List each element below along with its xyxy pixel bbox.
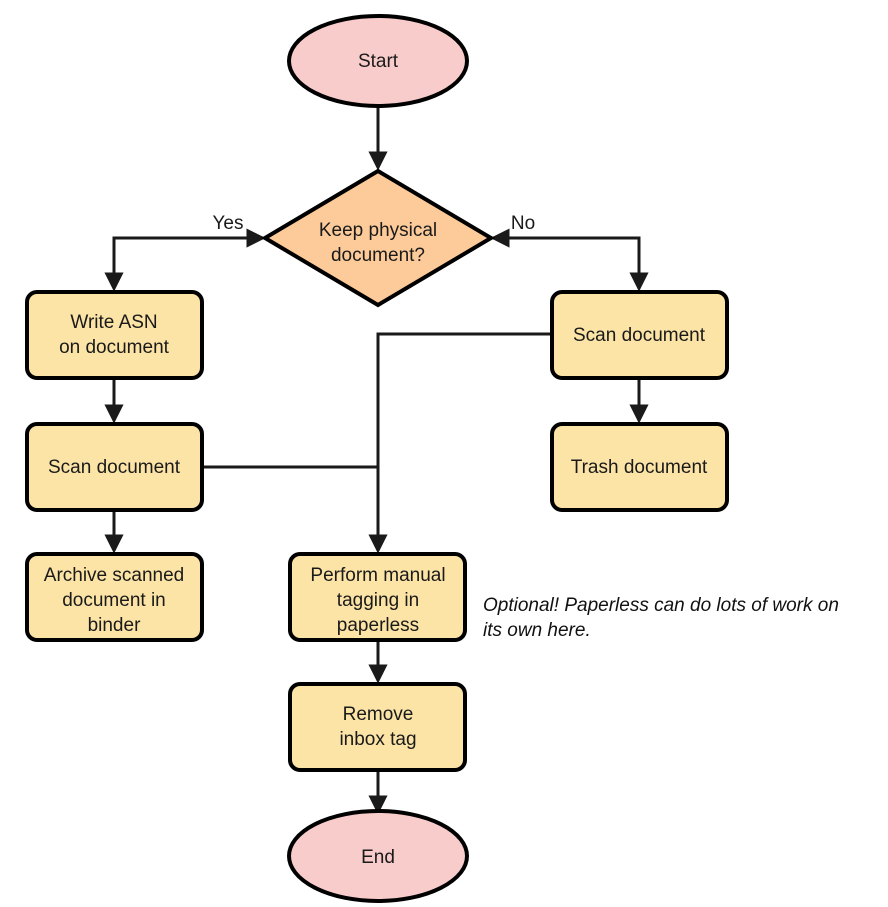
remove-inbox-label-line2: inbox tag	[339, 729, 416, 750]
tagging-label-line3: paperless	[337, 615, 419, 636]
archive-label-line2: document in	[62, 590, 166, 611]
scan-left-label: Scan document	[48, 457, 181, 478]
edge-label-no: No	[511, 213, 535, 234]
decision-label-line1: Keep physical	[319, 220, 437, 241]
tagging-rect	[288, 552, 467, 642]
edge-scan-right-to-tagging	[368, 332, 552, 554]
node-remove-inbox-tag[interactable]: Remove inbox tag	[288, 682, 467, 772]
decision-diamond	[261, 168, 495, 308]
remove-inbox-label-line1: Remove	[343, 704, 414, 725]
node-archive-scanned-document[interactable]: Archive scanned document in binder	[25, 552, 204, 642]
archive-label-line1: Archive scanned	[44, 565, 184, 586]
node-scan-document-right[interactable]: Scan document	[550, 290, 729, 380]
trash-rect	[550, 422, 729, 512]
start-ellipse	[287, 14, 469, 108]
write-asn-rect	[25, 290, 204, 380]
trash-label: Trash document	[571, 457, 708, 478]
scan-left-rect	[25, 422, 204, 512]
note-line1: Optional! Paperless can do lots of work …	[483, 595, 839, 616]
annotation-note: Optional! Paperless can do lots of work …	[483, 595, 839, 641]
node-start[interactable]: Start	[287, 14, 469, 108]
node-end[interactable]: End	[287, 809, 469, 903]
decision-label-line2: document?	[331, 245, 425, 266]
scan-right-label: Scan document	[573, 325, 706, 346]
tagging-label-line2: tagging in	[337, 590, 419, 611]
write-asn-label-line2: on document	[59, 337, 170, 358]
end-ellipse	[287, 809, 469, 903]
node-trash-document[interactable]: Trash document	[550, 422, 729, 512]
note-line2: its own here.	[483, 620, 591, 641]
scan-right-rect	[550, 290, 729, 380]
node-perform-manual-tagging[interactable]: Perform manual tagging in paperless	[288, 552, 467, 642]
remove-inbox-rect	[288, 682, 467, 772]
archive-label-line3: binder	[88, 615, 141, 636]
tagging-label-line1: Perform manual	[310, 565, 445, 586]
start-label: Start	[358, 51, 399, 72]
node-decision-keep-physical-document[interactable]: Keep physical document?	[261, 168, 495, 308]
end-label: End	[361, 847, 395, 868]
node-write-asn-on-document[interactable]: Write ASN on document	[25, 290, 204, 380]
edge-label-yes: Yes	[213, 213, 244, 234]
archive-rect	[25, 552, 204, 642]
write-asn-label-line1: Write ASN	[70, 312, 157, 333]
node-scan-document-left[interactable]: Scan document	[25, 422, 204, 512]
edge-decision-yes-to-write-asn	[104, 236, 263, 292]
edge-decision-no-to-scan-right	[493, 236, 649, 292]
